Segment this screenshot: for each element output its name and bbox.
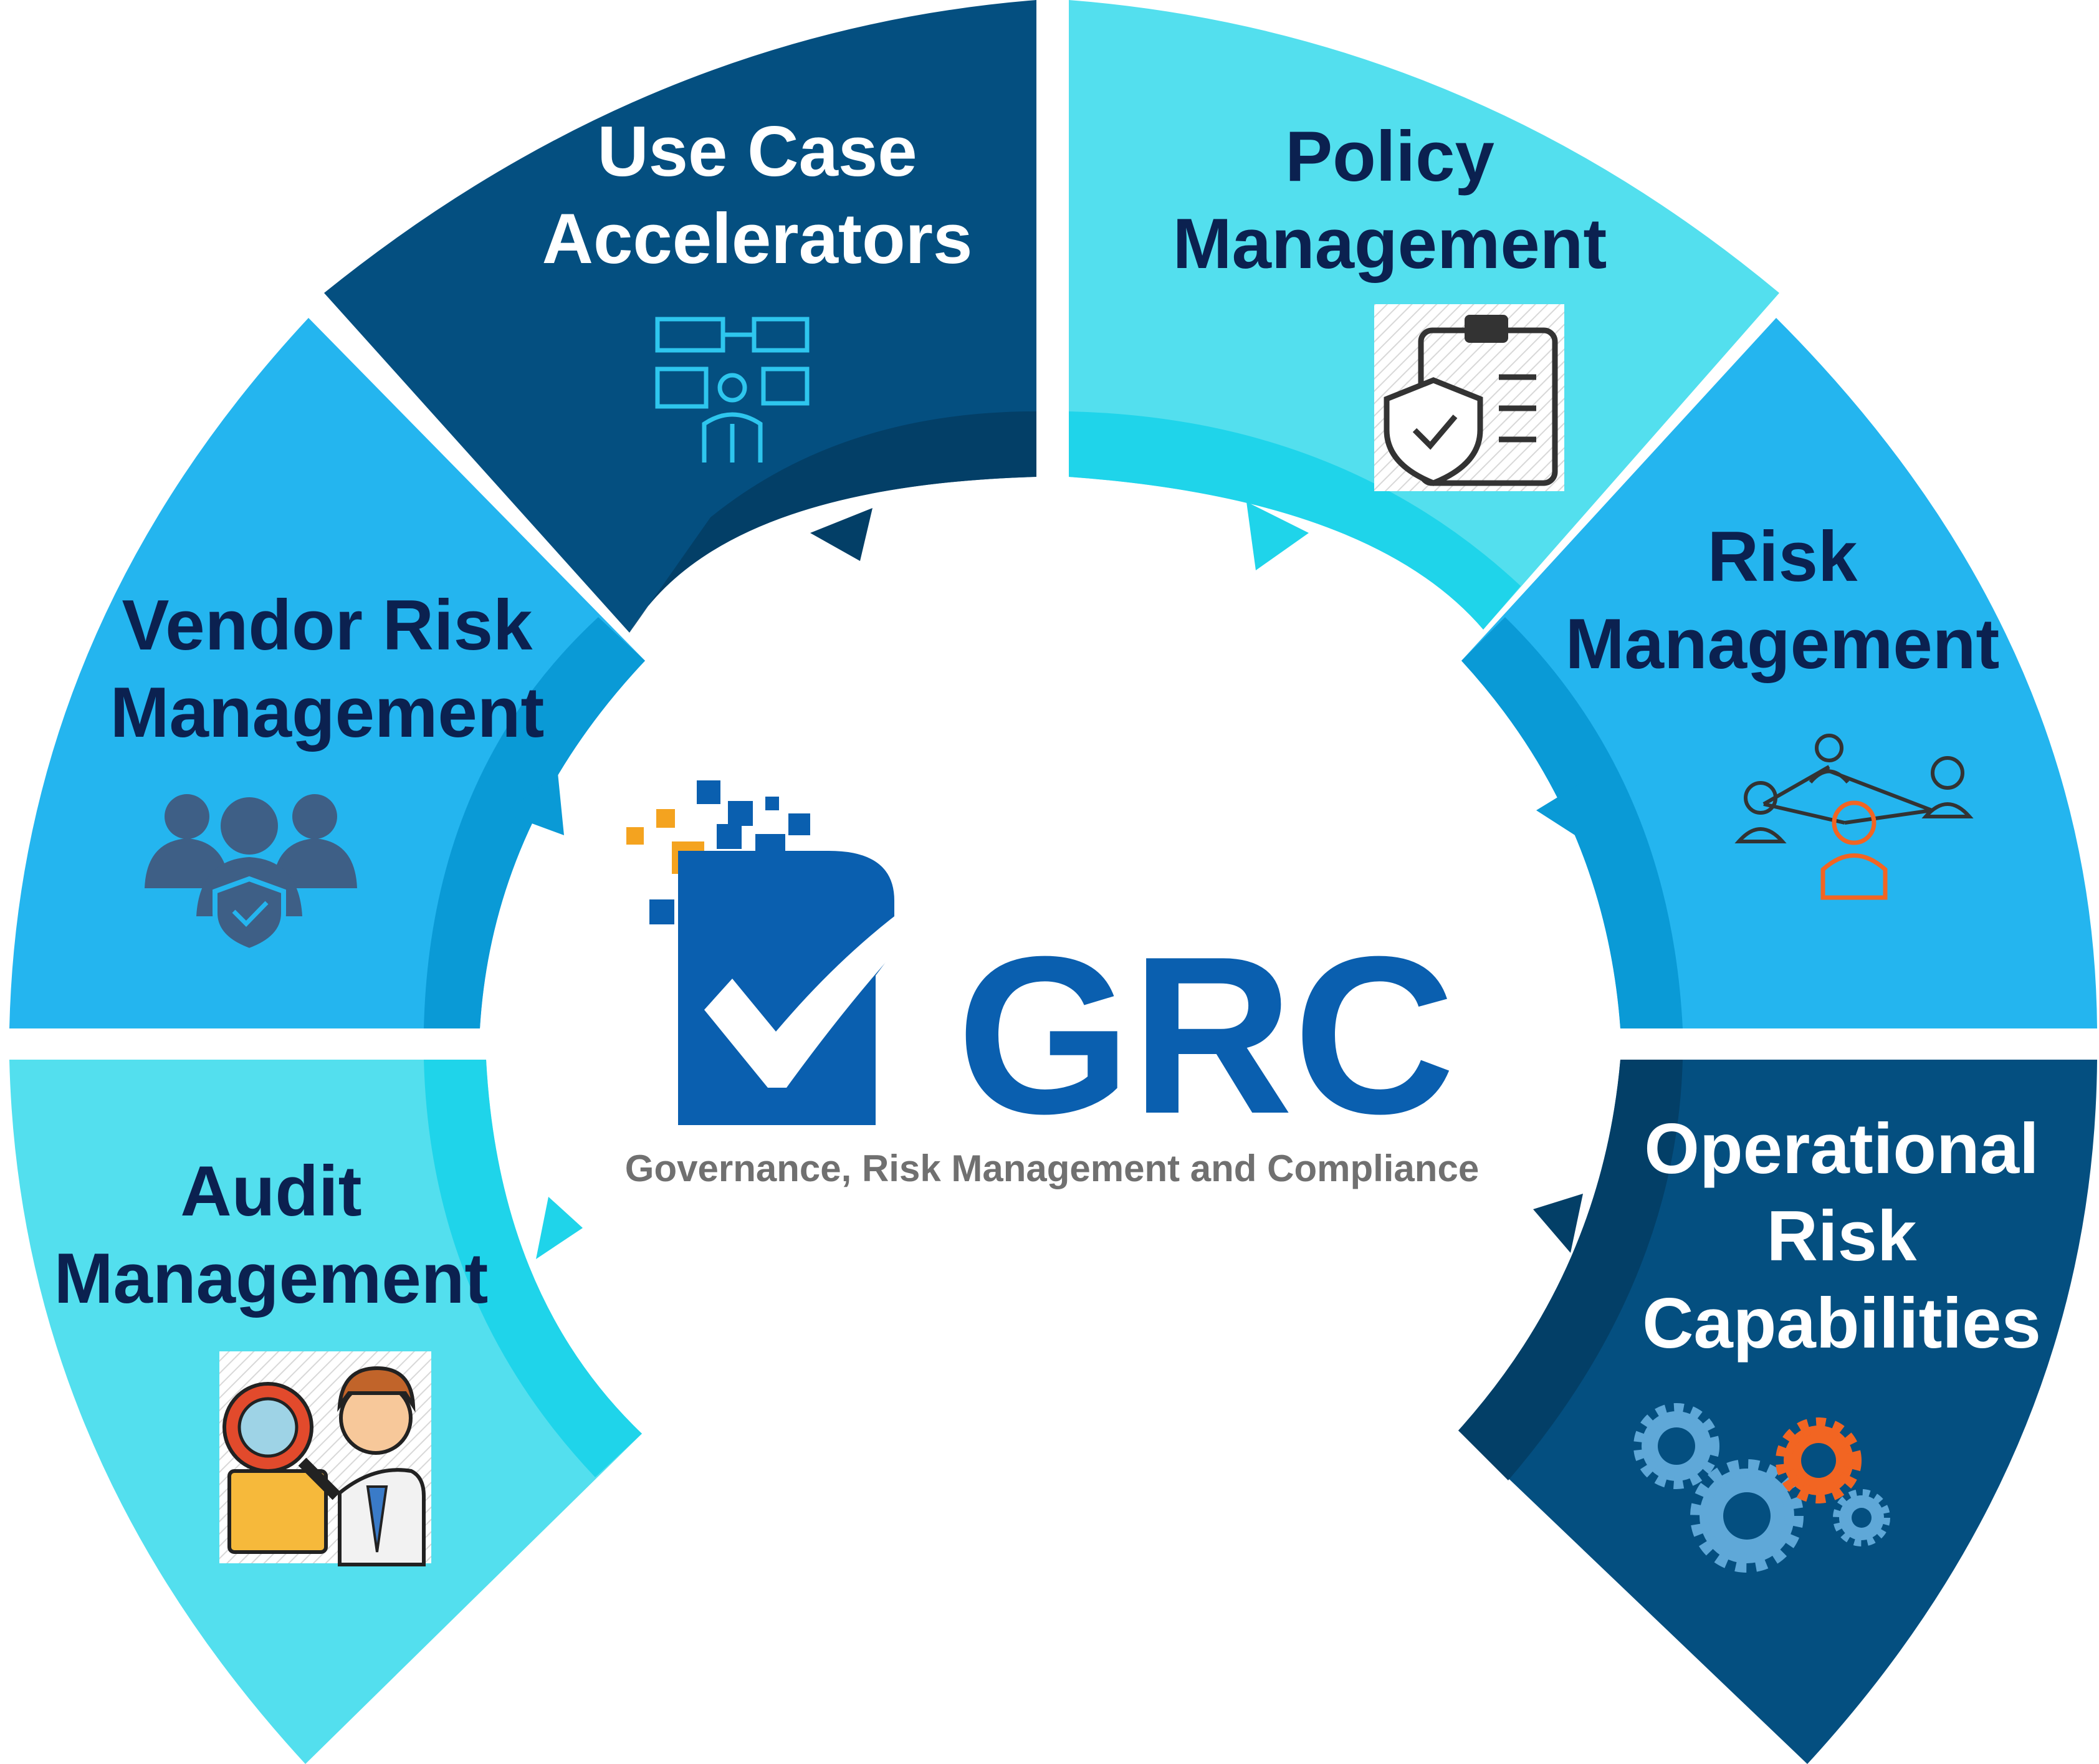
segment-inner-band	[629, 411, 1036, 633]
segment-arrow-tip	[1533, 1194, 1583, 1253]
segment-arrow-tip	[1246, 502, 1309, 570]
segment-arrow-tip	[536, 1197, 583, 1259]
segment-title-line-2: Accelerators	[542, 199, 973, 279]
segment-title-line-1: Operational	[1644, 1110, 2039, 1189]
segment-title-line-2: Management	[1173, 204, 1607, 284]
gears-icon	[1633, 1403, 1890, 1573]
segment-title-line-2: Risk	[1767, 1197, 1917, 1276]
segment-title-line-1: Audit	[180, 1152, 361, 1231]
segment-title-line-1: Policy	[1285, 117, 1494, 196]
segment-vendor-risk-management: Vendor Risk Management	[9, 318, 645, 1028]
logo-grc-text: GRC	[957, 910, 1455, 1161]
segment-inner-band	[1069, 411, 1521, 630]
segment-policy-management: Policy Management	[1069, 0, 1779, 630]
segment-arrow-tip	[505, 773, 564, 835]
clipboard-shield-icon	[1374, 304, 1564, 491]
segment-title-line-1: Vendor Risk	[122, 586, 533, 665]
team-shield-icon	[145, 794, 357, 954]
segment-inner-band	[424, 617, 645, 1028]
segment-title-line-2: Management	[54, 1239, 489, 1318]
auditor-magnifier-icon	[219, 1351, 431, 1566]
segment-arrow-tip	[1536, 776, 1592, 838]
segment-inner-band	[1458, 1060, 1683, 1480]
segment-operational-risk-capabilities: Operational Risk Capabilities	[1458, 1060, 2097, 1764]
check-icon	[704, 851, 997, 1088]
segment-arrow-tip	[810, 508, 873, 561]
logo-subtitle: Governance, Risk Management and Complian…	[625, 1148, 1479, 1189]
segment-risk-management: Risk Management	[1461, 318, 2097, 1028]
segment-title-line-3: Capabilities	[1642, 1284, 2041, 1363]
segment-title-line-2: Management	[110, 673, 545, 752]
segment-use-case-accelerators: Use Case Accelerators	[324, 0, 1036, 633]
segment-title-line-2: Management	[1566, 605, 2000, 684]
logo-check-block	[678, 851, 894, 1125]
segment-inner-band	[424, 1060, 642, 1477]
people-network-icon	[1734, 734, 1974, 900]
segment-title-line-1: Use Case	[597, 112, 917, 191]
segment-title-line-1: Risk	[1708, 517, 1858, 597]
segment-audit-management: Audit Management	[9, 1060, 642, 1764]
dashboard-user-icon	[655, 317, 810, 463]
grc-logo: GRC Governance, Risk Management and Comp…	[625, 780, 1479, 1189]
